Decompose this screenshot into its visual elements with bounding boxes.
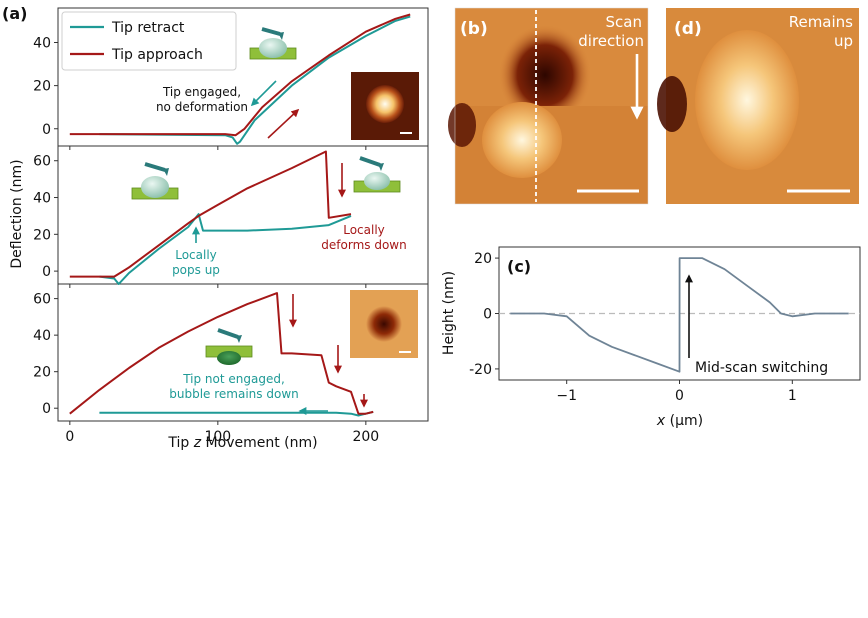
- series-tip-retract-a-middle: [99, 213, 352, 285]
- afm-inset-bright-spot: [351, 72, 419, 140]
- panel-d-text-line1: Remains: [789, 13, 853, 31]
- panel-b-text-line2: direction: [578, 32, 644, 50]
- x-tick-label: 0: [65, 429, 74, 445]
- series-tip-approach-a-middle: [69, 150, 352, 278]
- panel-b: (b) Scan direction: [448, 7, 649, 205]
- x-tick-label: 0: [675, 388, 684, 404]
- legend-approach-label: Tip approach: [111, 47, 203, 63]
- afm-inset-dark-spot: [350, 290, 418, 358]
- annotation-deforms-down-line1: Locally: [343, 223, 385, 237]
- annotation-deforms-down-line2: deforms down: [321, 238, 406, 252]
- legend-box: [61, 11, 237, 71]
- y-tick-label: 20: [33, 79, 51, 95]
- panel-d-text-line2: up: [834, 32, 853, 50]
- y-tick-label: 20: [474, 251, 492, 267]
- legend: Tip retract Tip approach: [61, 11, 237, 71]
- panel-c-label: (c): [507, 257, 531, 276]
- y-tick-label: 0: [483, 307, 492, 323]
- a-xlabel: Tip z Movement (nm): [167, 435, 317, 451]
- subplot-c: -20 0 20 −1 0 1: [469, 251, 860, 404]
- retract-direction-arrow-top: [250, 80, 277, 107]
- panel-b-text-line1: Scan: [606, 13, 642, 31]
- afm-image-d-bright-region: [695, 30, 799, 170]
- x-tick-label: 1: [788, 388, 797, 404]
- subplot-a-middle: 0 20 40 60: [33, 150, 367, 288]
- cantilever-illustration-top: [249, 27, 297, 60]
- y-tick-label: 0: [42, 264, 51, 280]
- y-tick-label: 60: [33, 154, 51, 170]
- series-profile-c: [510, 257, 849, 373]
- annotation-pops-up-line1: Locally: [175, 248, 217, 262]
- annotation-mid-scan-switching: Mid-scan switching: [695, 360, 828, 376]
- annotation-not-engaged-line1: Tip not engaged,: [182, 372, 285, 386]
- y-tick-label: 0: [42, 122, 51, 138]
- y-tick-label: 60: [33, 292, 51, 308]
- subplot-a-middle-frame: [57, 145, 429, 285]
- afm-image-b-dark-region: [499, 25, 591, 125]
- cantilever-illustration-middle-left: [131, 162, 179, 200]
- annotation-pops-up-line2: pops up: [172, 263, 220, 277]
- y-tick-label: 40: [33, 36, 51, 52]
- x-tick-label: −1: [556, 388, 577, 404]
- series-tip-retract-a-top: [99, 15, 411, 145]
- y-tick-label: 20: [33, 227, 51, 243]
- c-ylabel: Height (nm): [441, 271, 457, 355]
- subplot-a-bottom-frame: [57, 283, 429, 422]
- panel-c: -20 0 20 −1 0 1 (c) Height (nm) x (μm) Mid-sc…: [441, 246, 861, 429]
- annotation-engaged-line1: Tip engaged,: [162, 85, 241, 99]
- y-tick-label: -20: [469, 362, 492, 378]
- afm-image-d-left-dark: [657, 76, 687, 132]
- subplot-a-top: 0 20 40: [33, 13, 411, 150]
- y-tick-label: 40: [33, 191, 51, 207]
- cantilever-illustration-middle-right: [353, 156, 401, 193]
- y-tick-label: 20: [33, 365, 51, 381]
- y-tick-label: 40: [33, 328, 51, 344]
- panel-a: (a) 0 20 40 0 20 40 60 0 20 40 60 0 100 200 Deflect…: [2, 4, 429, 451]
- legend-retract-label: Tip retract: [111, 20, 185, 36]
- x-tick-label: 100: [204, 429, 231, 445]
- x-tick-label: 200: [352, 429, 379, 445]
- series-tip-approach-a-bottom: [69, 292, 374, 415]
- subplot-a-bottom: 0 20 40 60 0 100 200: [33, 292, 379, 445]
- afm-image-b-bright-region: [482, 102, 562, 178]
- a-ylabel: Deflection (nm): [9, 159, 25, 268]
- cantilever-illustration-bottom: [205, 328, 253, 365]
- panel-d-label: (d): [674, 19, 702, 39]
- panel-d: (d) Remains up: [657, 8, 859, 204]
- annotation-not-engaged-line2: bubble remains down: [169, 387, 298, 401]
- series-tip-retract-a-bottom: [99, 410, 374, 417]
- y-tick-label: 0: [42, 401, 51, 417]
- afm-image-b-left-dark: [448, 103, 476, 147]
- series-tip-approach-a-top: [69, 13, 411, 137]
- approach-direction-arrow-top: [267, 108, 300, 139]
- panel-b-label: (b): [460, 19, 488, 39]
- c-xlabel: x (μm): [656, 413, 703, 429]
- annotation-engaged-line2: no deformation: [156, 100, 248, 114]
- panel-a-label: (a): [2, 4, 27, 23]
